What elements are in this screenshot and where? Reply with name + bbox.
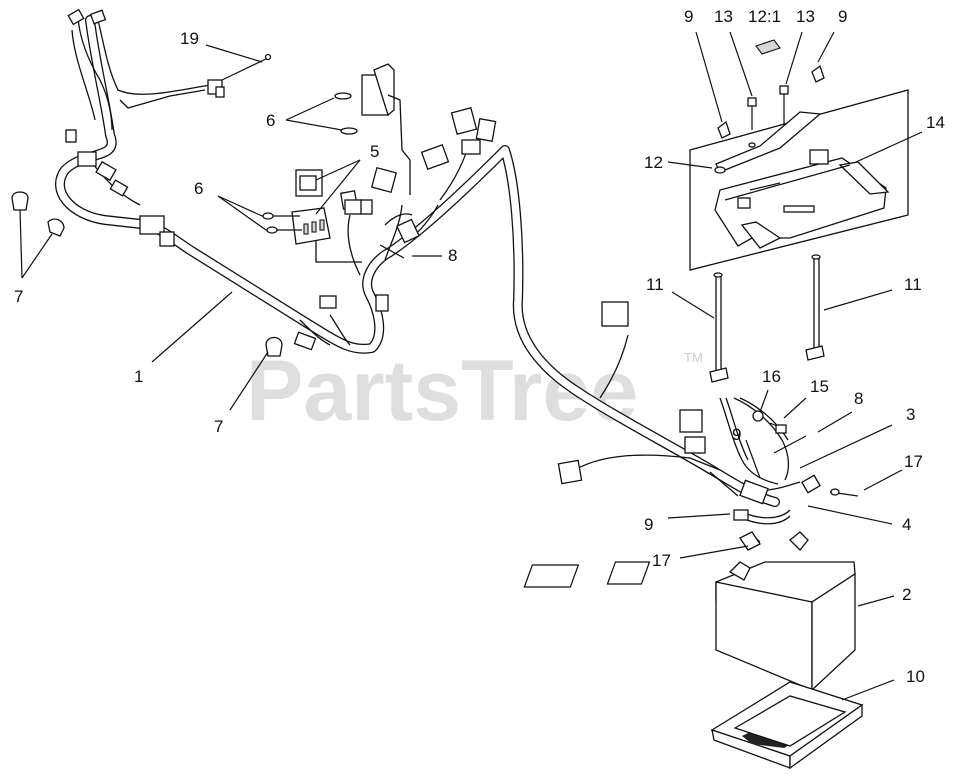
callout-9-top-right: 9 [838, 7, 847, 26]
part-7-clamps [11, 191, 283, 357]
callout-11-right: 11 [904, 275, 922, 294]
callout-9-mid: 9 [732, 425, 741, 444]
callout-10: 10 [906, 667, 925, 686]
battery-tray-10 [710, 681, 864, 770]
battery-cables [709, 397, 859, 543]
callout-6-top: 6 [266, 111, 275, 130]
battery-cover-14 [689, 89, 909, 271]
part-19-pin [221, 53, 272, 81]
part-8-pins [379, 244, 807, 454]
callout-8-left: 8 [448, 246, 457, 265]
harness-connectors [65, 8, 706, 485]
callout-3: 3 [906, 405, 915, 424]
callout-9-top-left: 9 [684, 7, 693, 26]
callout-1: 1 [134, 367, 143, 386]
callout-13-b: 13 [796, 7, 815, 26]
relay-bracket-top [334, 63, 411, 195]
callout-7-left: 7 [14, 287, 23, 306]
callout-12: 12 [644, 153, 663, 172]
bracket-12 [714, 39, 825, 174]
callout-15: 15 [810, 377, 829, 396]
callout-5: 5 [370, 142, 379, 161]
callout-13-a: 13 [714, 7, 733, 26]
main-wiring-harness [55, 15, 780, 507]
battery-2 [523, 531, 856, 692]
callout-2: 2 [902, 585, 911, 604]
callout-17-left: 17 [652, 551, 671, 570]
callout-16: 16 [762, 367, 781, 386]
callout-labels: 19 6 5 6 8 7 1 7 9 13 12:1 13 9 14 12 11… [14, 7, 945, 686]
watermark-trademark: TM [684, 350, 703, 365]
callout-17-right: 17 [904, 452, 923, 471]
callout-6-mid: 6 [194, 179, 203, 198]
leader-lines [19, 31, 923, 701]
rods-11 [709, 254, 825, 383]
callout-14: 14 [926, 113, 945, 132]
relay-bracket-mid [262, 166, 398, 263]
callout-19: 19 [180, 29, 199, 48]
callout-9-low: 9 [644, 515, 653, 534]
callout-11-left: 11 [646, 275, 664, 294]
callout-8-right: 8 [854, 389, 863, 408]
callout-12-1: 12:1 [748, 7, 781, 26]
callout-7-mid: 7 [214, 417, 223, 436]
callout-4: 4 [902, 515, 911, 534]
